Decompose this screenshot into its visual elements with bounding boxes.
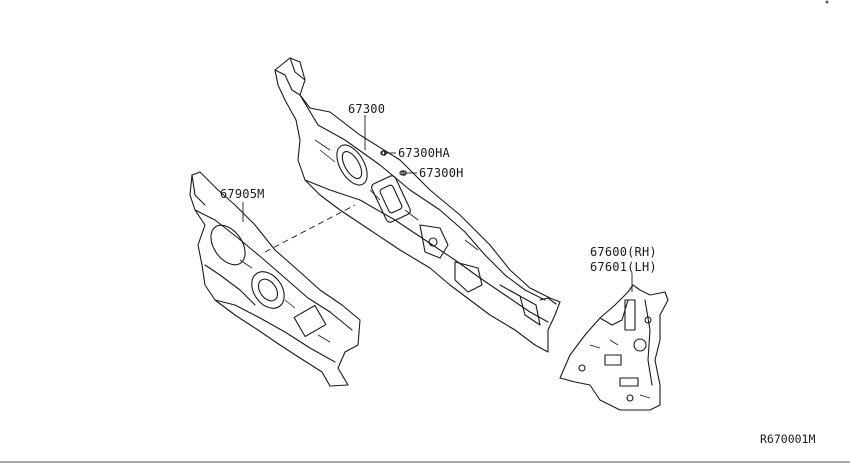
side-panel-67600-67601 (559, 284, 669, 411)
insulator-67905M (189, 171, 361, 387)
relation-dashed-line (264, 204, 356, 253)
label-67600: 67600(RH) (590, 245, 657, 259)
reference-code: R670001M (760, 432, 815, 446)
label-67300: 67300 (348, 102, 385, 116)
label-67905M: 67905M (220, 187, 265, 201)
label-67300HA: 67300HA (398, 146, 451, 160)
label-67300H: 67300H (419, 166, 464, 180)
label-67601: 67601(LH) (590, 260, 657, 274)
corner-mark (825, 0, 829, 4)
dash-panel-67300 (274, 57, 561, 353)
